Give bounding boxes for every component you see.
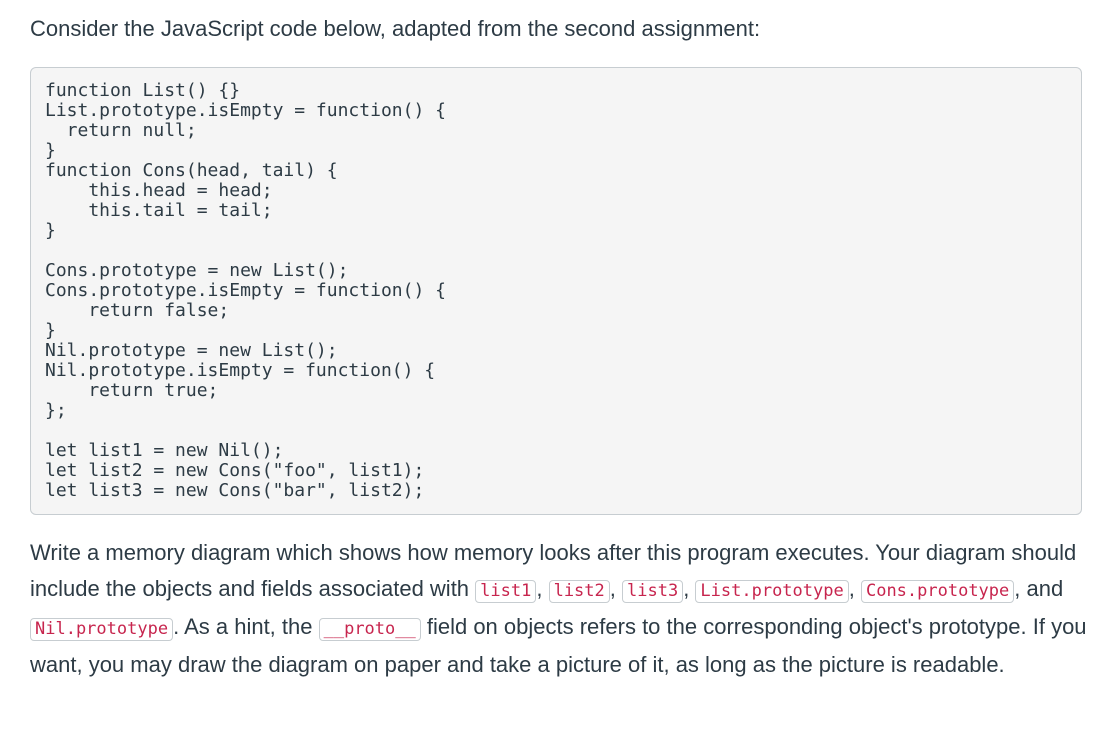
question-part-1: Write a memory diagram which shows how m… [30,540,1077,601]
question-separator: , and [1014,576,1064,601]
question-separator: , [848,576,855,601]
inline-code-list1: list1 [475,580,537,603]
question-separator: , [609,576,622,601]
inline-code-list-prototype: List.prototype [695,580,849,603]
inline-code-nil-prototype: Nil.prototype [30,618,174,641]
question-part-2: . As a hint, the [173,614,319,639]
inline-code-cons-prototype: Cons.prototype [860,580,1015,603]
inline-code-list3: list3 [622,580,684,603]
inline-code-list2: list2 [548,580,610,603]
question-separator: , [683,576,696,601]
inline-code-proto: __proto__ [318,618,421,641]
question-separator: , [536,576,549,601]
intro-text: Consider the JavaScript code below, adap… [30,16,761,41]
question-text: Write a memory diagram which shows how m… [30,535,1090,683]
question-part-3: field on objects refers to the correspon… [30,614,1087,677]
code-content: function List() {} List.prototype.isEmpt… [45,80,446,501]
code-block: function List() {} List.prototype.isEmpt… [30,67,1082,515]
